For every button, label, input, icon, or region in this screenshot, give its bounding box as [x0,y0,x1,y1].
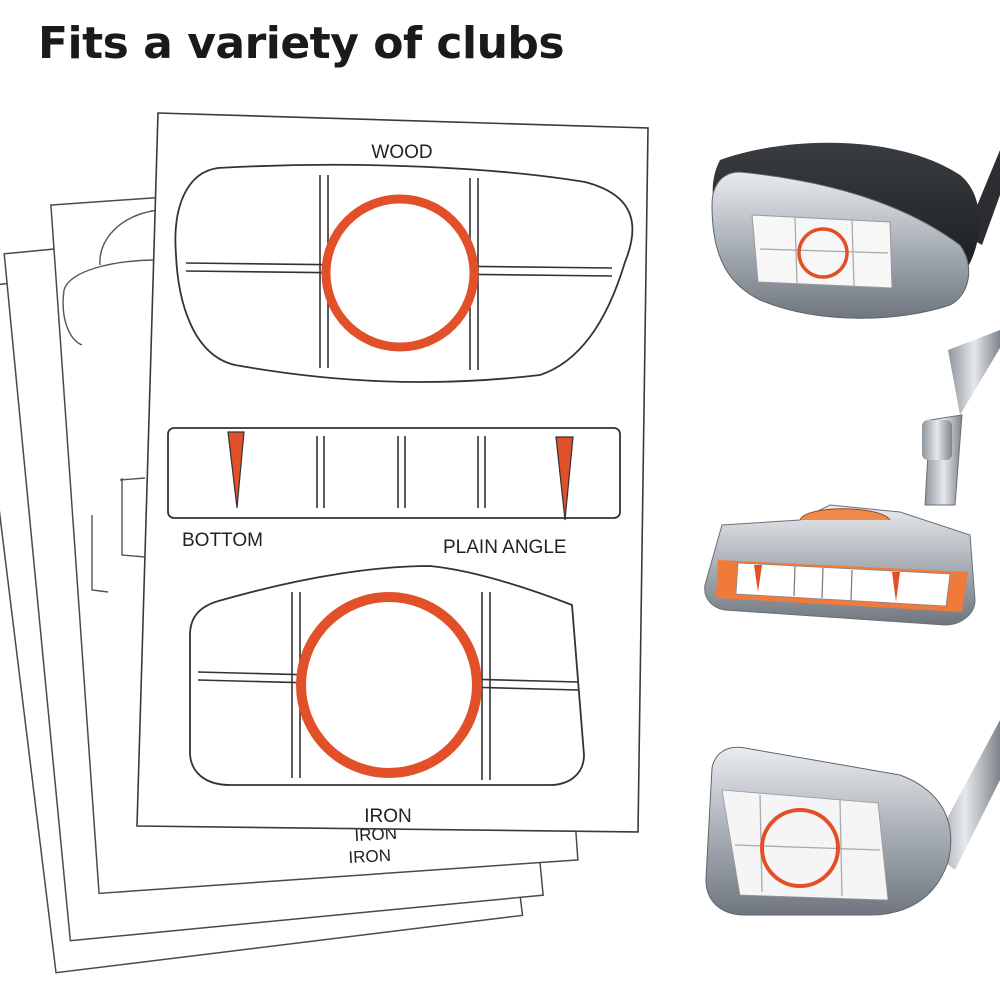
wood-label: WOOD [371,142,432,163]
iron-label: IRON [364,806,412,827]
bottom-marker-icon [227,431,245,509]
bottom-label: BOTTOM [182,530,263,551]
putter-head-photo [704,330,1000,626]
iron-head-photo [705,720,1000,916]
headline: Fits a variety of clubs [38,18,565,69]
main-sticker-sheet: WOOD BOTTOM PLAIN ANGLE [136,112,649,833]
driver-head-photo [711,142,1000,319]
iron-sticker [189,565,585,786]
plain-angle-label: PLAIN ANGLE [443,537,567,558]
wood-sticker [174,163,634,383]
stacked-iron-label: IRON [348,846,391,867]
angle-strip-sticker [167,427,621,521]
wood-target-ring [321,194,479,352]
iron-target-ring [296,592,482,778]
back-sheet-designs [62,209,159,593]
angle-marker-icon [555,436,574,521]
